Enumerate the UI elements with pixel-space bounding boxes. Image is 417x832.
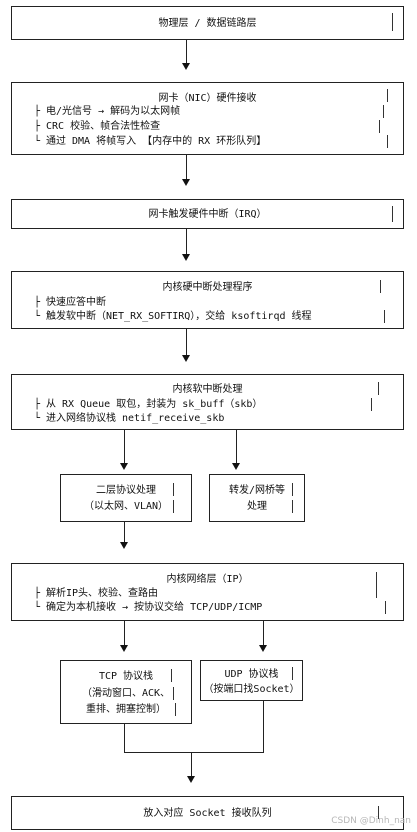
tree-branch: ├ bbox=[34, 121, 41, 132]
box-title: 物理层 / 数据链路层 bbox=[158, 18, 257, 29]
connector-line bbox=[186, 329, 187, 355]
ascii-bar bbox=[380, 280, 381, 293]
tree-branch: └ bbox=[34, 311, 41, 322]
box-title: 内核软中断处理 bbox=[172, 384, 243, 395]
ascii-bar bbox=[385, 601, 386, 614]
arrow-down-icon bbox=[182, 254, 190, 261]
ascii-bar bbox=[292, 500, 293, 513]
connector-line bbox=[186, 229, 187, 254]
box-subtitle: 处理 bbox=[247, 501, 267, 512]
arrow-down-icon bbox=[232, 463, 240, 470]
connector-line bbox=[124, 430, 125, 463]
ascii-bar bbox=[384, 310, 385, 323]
arrow-down-icon bbox=[259, 645, 267, 652]
box-title: 转发/网桥等 bbox=[228, 485, 286, 496]
box-title: 网卡（NIC）硬件接收 bbox=[158, 93, 257, 104]
box-udp-stack: UDP 协议栈 （按端口找Socket） bbox=[200, 660, 303, 701]
ascii-bar bbox=[387, 135, 388, 148]
ascii-bar bbox=[292, 483, 293, 496]
tree-branch: ├ bbox=[34, 297, 41, 308]
box-title: 放入对应 Socket 接收队列 bbox=[143, 808, 272, 819]
box-title: 二层协议处理 bbox=[96, 485, 156, 496]
arrow-down-icon bbox=[120, 645, 128, 652]
ascii-bar bbox=[392, 206, 393, 222]
box-nic-receive: 网卡（NIC）硬件接收 ├ 电/光信号 → 解码为以太网帧 ├ CRC 校验、帧… bbox=[11, 82, 404, 155]
ascii-bar bbox=[383, 105, 384, 118]
ascii-bar bbox=[173, 500, 174, 513]
box-socket-queue: 放入对应 Socket 接收队列 bbox=[11, 796, 404, 830]
ascii-bar bbox=[379, 120, 380, 133]
ascii-bar bbox=[175, 703, 176, 716]
connector-line bbox=[124, 522, 125, 542]
box-line: 快速应答中断 bbox=[46, 297, 106, 308]
ascii-bar bbox=[376, 572, 377, 598]
box-line: 重排、拥塞控制） bbox=[86, 704, 166, 715]
connector-line bbox=[186, 40, 187, 63]
box-softirq: 内核软中断处理 ├ 从 RX Queue 取包，封装为 sk_buff（skb）… bbox=[11, 374, 404, 430]
connector-line bbox=[124, 724, 125, 752]
box-physical-layer: 物理层 / 数据链路层 bbox=[11, 6, 404, 40]
tree-branch: └ bbox=[34, 413, 41, 424]
box-hard-irq-handler: 内核硬中断处理程序 ├ 快速应答中断 └ 触发软中断（NET_RX_SOFTIR… bbox=[11, 271, 404, 329]
ascii-bar bbox=[173, 483, 174, 496]
ascii-bar bbox=[387, 89, 388, 102]
box-l2-processing: 二层协议处理 （以太网、VLAN） bbox=[60, 474, 192, 522]
tree-branch: ├ bbox=[34, 399, 41, 410]
box-title: 内核硬中断处理程序 bbox=[162, 282, 253, 293]
box-title: 内核网络层（IP） bbox=[166, 574, 249, 585]
box-title: UDP 协议栈 bbox=[224, 669, 279, 680]
arrow-down-icon bbox=[187, 776, 195, 783]
ascii-bar bbox=[173, 687, 174, 700]
box-line: 确定为本机接收 → 按协议交给 TCP/UDP/ICMP bbox=[46, 602, 263, 613]
box-irq: 网卡触发硬件中断（IRQ） bbox=[11, 199, 404, 229]
tree-branch: └ bbox=[34, 136, 41, 147]
box-line: 通过 DMA 将帧写入 【内存中的 RX 环形队列】 bbox=[46, 136, 267, 147]
arrow-down-icon bbox=[182, 179, 190, 186]
connector-line bbox=[236, 430, 237, 463]
watermark: CSDN @Dinh_nan bbox=[331, 816, 411, 826]
connector-line bbox=[263, 621, 264, 645]
connector-line bbox=[124, 752, 264, 753]
arrow-down-icon bbox=[120, 542, 128, 549]
connector-line bbox=[191, 752, 192, 776]
arrow-down-icon bbox=[182, 63, 190, 70]
box-line: （滑动窗口、ACK、 bbox=[81, 688, 171, 699]
box-line: 触发软中断（NET_RX_SOFTIRQ），交给 ksoftirqd 线程 bbox=[46, 311, 312, 322]
ascii-bar bbox=[378, 806, 379, 819]
ascii-bar bbox=[392, 13, 393, 31]
box-title: TCP 协议栈 bbox=[98, 671, 154, 682]
box-ip-layer: 内核网络层（IP） ├ 解析IP头、校验、查路由 └ 确定为本机接收 → 按协议… bbox=[11, 563, 404, 621]
tree-branch: └ bbox=[34, 602, 41, 613]
ascii-bar bbox=[378, 382, 379, 395]
arrow-down-icon bbox=[182, 355, 190, 362]
connector-line bbox=[263, 701, 264, 752]
arrow-down-icon bbox=[120, 463, 128, 470]
connector-line bbox=[186, 155, 187, 179]
ascii-bar bbox=[171, 669, 172, 682]
box-line: （按端口找Socket） bbox=[203, 684, 300, 695]
connector-line bbox=[124, 621, 125, 645]
box-line: CRC 校验、帧合法性检查 bbox=[46, 121, 161, 132]
ascii-bar bbox=[292, 667, 293, 680]
tree-branch: ├ bbox=[34, 588, 41, 599]
tree-branch: ├ bbox=[34, 106, 41, 117]
box-tcp-stack: TCP 协议栈 （滑动窗口、ACK、 重排、拥塞控制） bbox=[60, 660, 192, 724]
ascii-bar bbox=[371, 398, 372, 411]
box-subtitle: （以太网、VLAN） bbox=[83, 501, 169, 512]
box-line: 进入网络协议栈 netif_receive_skb bbox=[46, 413, 225, 424]
box-line: 从 RX Queue 取包，封装为 sk_buff（skb） bbox=[46, 399, 263, 410]
box-line: 电/光信号 → 解码为以太网帧 bbox=[46, 106, 181, 117]
box-bridge-forward: 转发/网桥等 处理 bbox=[209, 474, 305, 522]
box-title: 网卡触发硬件中断（IRQ） bbox=[148, 209, 267, 220]
box-line: 解析IP头、校验、查路由 bbox=[46, 588, 159, 599]
